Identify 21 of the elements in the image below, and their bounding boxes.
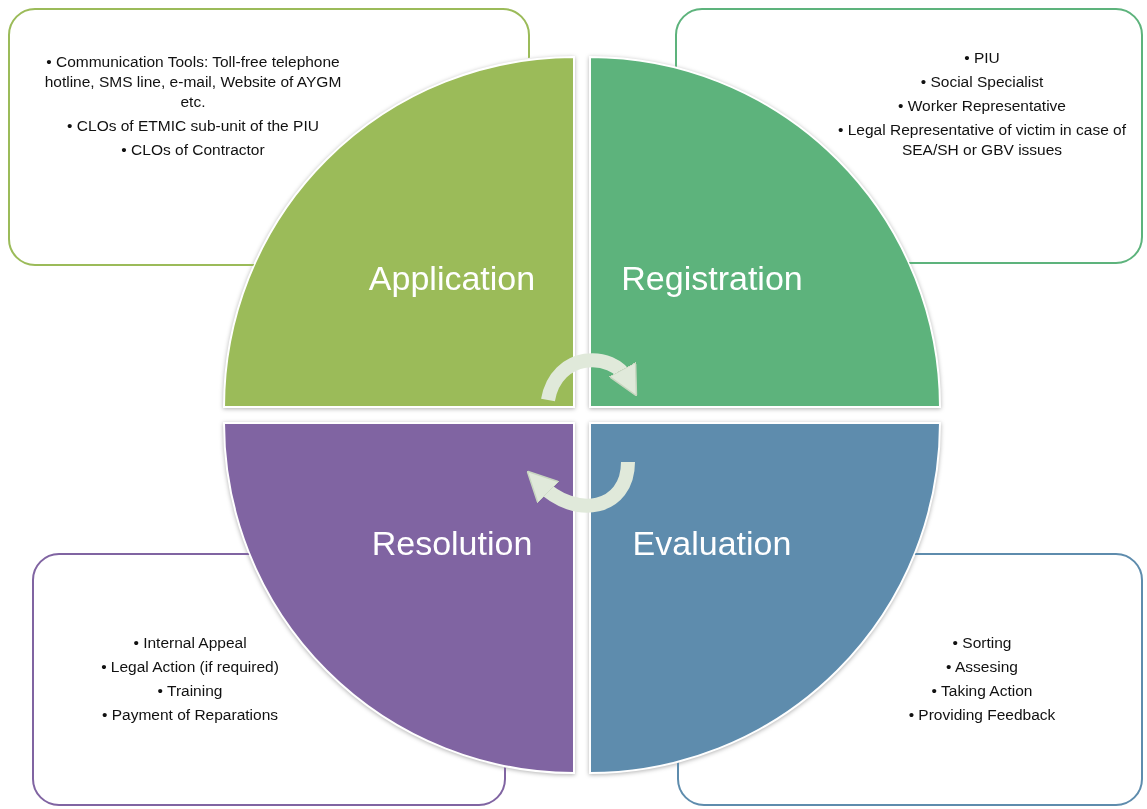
bullet-item: • Social Specialist <box>919 72 1045 92</box>
bullet-item: • CLOs of ETMIC sub-unit of the PIU <box>66 116 320 136</box>
bullet-item: • Legal Representative of victim in case of SEA/SH or GBV issues <box>837 120 1127 160</box>
stage-label: Registration <box>621 258 803 298</box>
bullet-item: • Payment of Reparations <box>101 705 279 725</box>
bullet-item: • Providing Feedback <box>907 705 1057 725</box>
bullet-item: • Legal Action (if required) <box>100 657 280 677</box>
bullet-item: • Internal Appeal <box>132 633 248 653</box>
bullet-item: • Worker Representative <box>897 96 1067 116</box>
stage-label: Resolution <box>371 523 533 563</box>
bullet-item: • CLOs of Contractor <box>120 140 266 160</box>
bullet-item: • PIU <box>963 48 1001 68</box>
bullet-item: • Communication Tools: Toll-free telephone hotline, SMS line, e-mail, Website of AYGM etc. <box>43 52 343 112</box>
bullet-item: • Taking Action <box>930 681 1034 701</box>
stage-label: Application <box>368 258 536 298</box>
bullet-item: • Assesing <box>945 657 1019 677</box>
bullet-item: • Training <box>156 681 224 701</box>
bullet-item: • Sorting <box>951 633 1013 653</box>
curved-arrow <box>525 461 635 513</box>
stage-label: Evaluation <box>632 523 792 563</box>
curved-arrow <box>541 353 640 402</box>
